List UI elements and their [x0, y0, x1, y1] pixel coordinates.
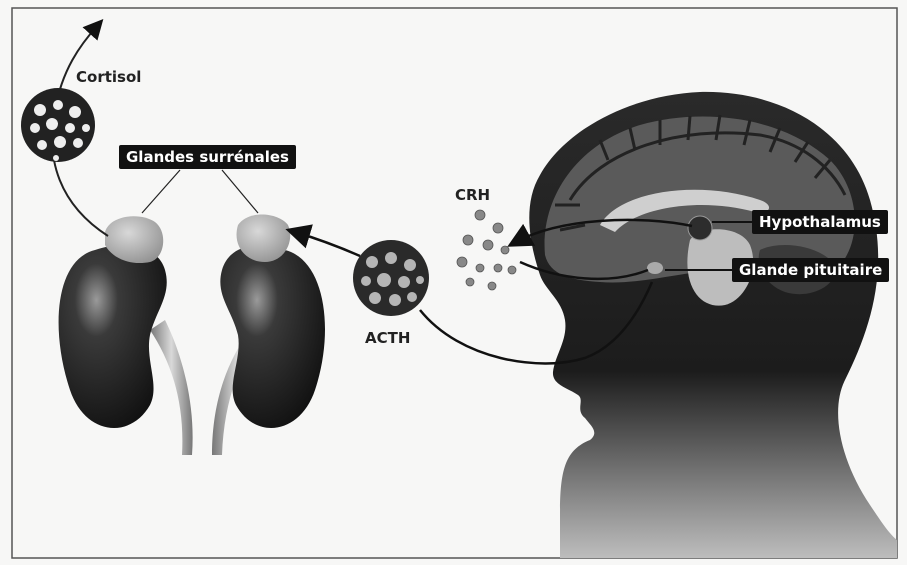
hypothalamus-label: Hypothalamus [752, 210, 888, 234]
leader-line-left [142, 170, 180, 213]
acth-arrow [295, 232, 360, 256]
crh-dots [457, 210, 516, 290]
pituitary-spot [647, 262, 663, 274]
glandes-surrenales-label: Glandes surrénales [119, 145, 296, 169]
leader-line-right [222, 170, 258, 213]
glande-pituitaire-label: Glande pituitaire [732, 258, 889, 282]
cortisol-label: Cortisol [76, 68, 141, 86]
left-ureter [150, 320, 193, 455]
left-kidney [59, 245, 167, 428]
right-kidney [220, 245, 325, 428]
hypothalamus-spot [688, 216, 712, 240]
crh-label: CRH [455, 186, 490, 204]
acth-label: ACTH [365, 329, 410, 347]
